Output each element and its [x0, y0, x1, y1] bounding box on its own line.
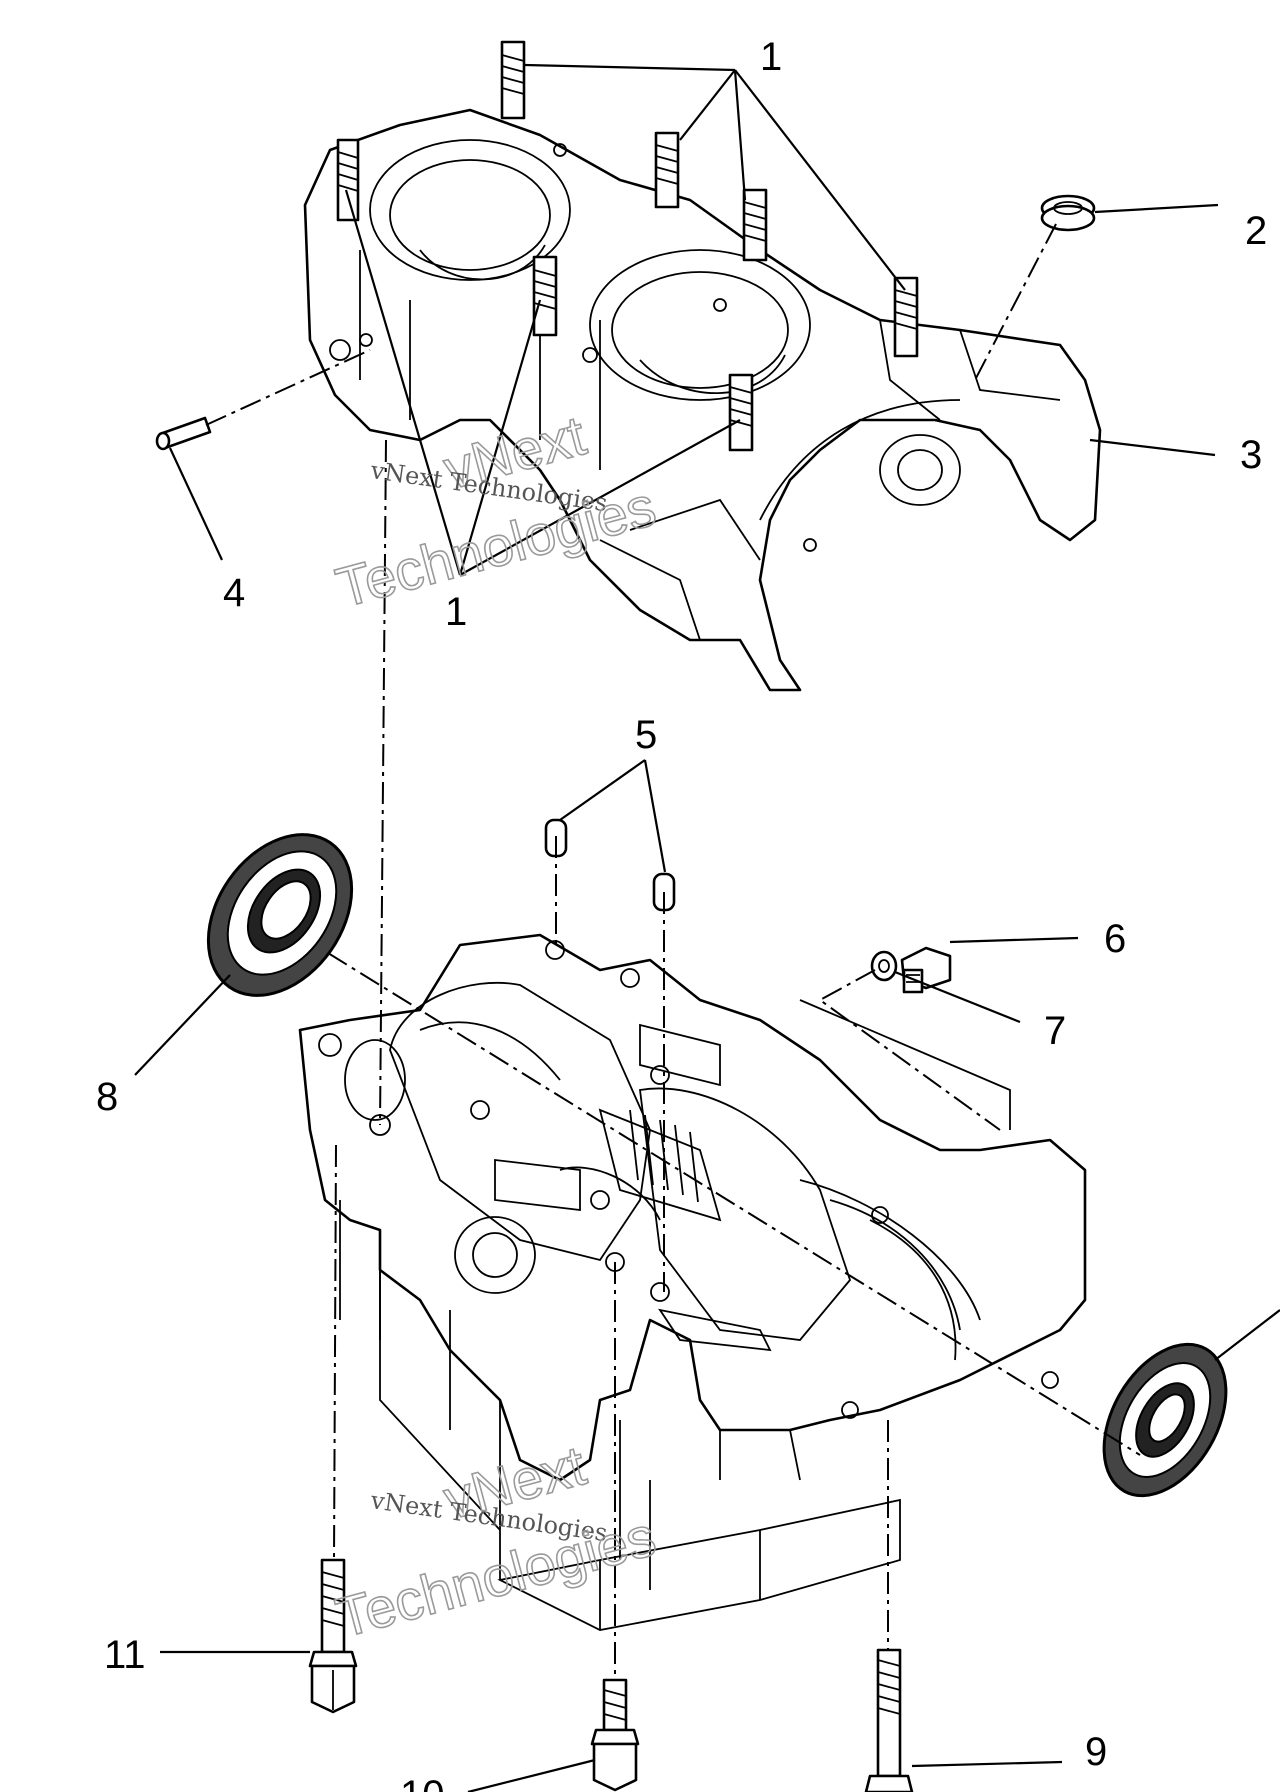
part-10-bolt [590, 1678, 640, 1792]
callout-10: 10 [400, 1773, 445, 1792]
cylinder-studs [336, 40, 919, 452]
part-2-grommet [1040, 194, 1096, 232]
callout-9: 9 [1085, 1730, 1107, 1774]
callout-numbers: 1 1 2 3 4 5 6 7 8 9 10 11 [96, 35, 1267, 1792]
part-5-dowel-pins [544, 818, 676, 912]
callout-5: 5 [635, 713, 657, 757]
part-4-dowel-pin [155, 416, 212, 451]
watermark-bottom: vNext vNext Technologies Technologies [329, 1432, 663, 1650]
callout-6: 6 [1104, 917, 1126, 961]
upper-crankcase [303, 40, 1102, 692]
right-oil-seal [1102, 1342, 1228, 1498]
leader-lines [134, 63, 1280, 1792]
lower-crankcase [298, 933, 1087, 1631]
part-11-bolt [308, 1558, 358, 1714]
callout-3: 3 [1240, 433, 1262, 477]
callout-11: 11 [104, 1633, 146, 1677]
callout-1-top: 1 [760, 35, 782, 79]
callout-8: 8 [96, 1075, 118, 1119]
part-8-left-oil-seal [206, 833, 354, 997]
alignment-lines [205, 223, 1141, 1680]
part-7-washer [870, 950, 898, 982]
callout-2: 2 [1245, 209, 1267, 253]
callout-4: 4 [223, 571, 245, 615]
part-9-bolt [864, 1648, 914, 1792]
part-6-plug [900, 946, 952, 994]
callout-7: 7 [1044, 1009, 1066, 1053]
callout-1-bottom: 1 [445, 590, 467, 634]
